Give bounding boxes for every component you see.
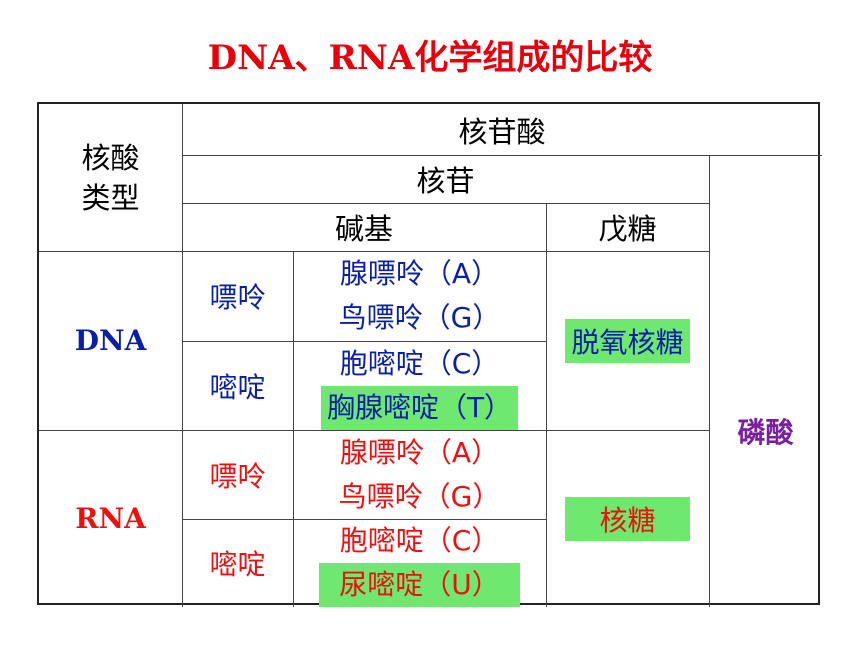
phosphate-label: 磷酸 xyxy=(737,416,794,449)
rna-label: RNA xyxy=(75,502,146,535)
dna-purine-bases: 腺嘌呤（A） 鸟嘌呤（G） xyxy=(293,251,546,341)
base-adenine: 腺嘌呤（A） xyxy=(339,257,500,290)
grid-line xyxy=(39,251,709,252)
grid-line xyxy=(182,519,547,520)
rna-sugar-cell: 核糖 xyxy=(546,430,709,607)
grid-line xyxy=(546,203,547,607)
grid-line xyxy=(709,155,710,607)
rna-sugar: 核糖 xyxy=(565,496,690,541)
grid-line xyxy=(182,203,709,204)
header-nucleic-type-line1: 核酸 xyxy=(81,140,140,175)
grid-line xyxy=(182,341,547,342)
header-nucleoside: 核苷 xyxy=(416,164,475,198)
base-uracil: 尿嘧啶（U） xyxy=(319,563,520,607)
grid-line xyxy=(293,251,294,607)
header-nucleotide: 核苷酸 xyxy=(458,114,546,149)
base-guanine: 鸟嘌呤（G） xyxy=(338,301,501,334)
dna-label: DNA xyxy=(74,324,147,357)
rna-pyrimidine-bases: 胞嘧啶（C） 尿嘧啶（U） xyxy=(293,519,546,607)
base-thymine: 胸腺嘧啶（T） xyxy=(320,385,519,430)
grid-line xyxy=(182,155,822,156)
page-title: DNA、RNA化学组成的比较 xyxy=(207,38,653,78)
rna-purine-bases: 腺嘌呤（A） 鸟嘌呤（G） xyxy=(293,430,546,519)
dna-sugar-cell: 脱氧核糖 xyxy=(546,251,709,430)
base-adenine: 腺嘌呤（A） xyxy=(339,435,500,469)
grid-line xyxy=(182,104,183,607)
rna-pyrimidine: 嘧啶 xyxy=(209,548,266,581)
header-nucleic-type-line2: 类型 xyxy=(81,180,140,215)
dna-pyrimidine: 嘧啶 xyxy=(209,370,266,404)
header-pentose: 戊糖 xyxy=(598,212,657,246)
dna-purine: 嘌呤 xyxy=(209,281,266,314)
dna-sugar: 脱氧核糖 xyxy=(565,318,690,363)
rna-purine: 嘌呤 xyxy=(209,459,266,493)
grid-line xyxy=(39,430,709,431)
base-cytosine: 胞嘧啶（C） xyxy=(339,346,500,380)
base-guanine: 鸟嘌呤（G） xyxy=(338,479,501,513)
dna-pyrimidine-bases: 胞嘧啶（C） 胸腺嘧啶（T） xyxy=(293,341,546,430)
header-nucleic-type: 核酸 类型 xyxy=(39,104,182,251)
header-base: 碱基 xyxy=(334,212,393,246)
comparison-table: 核酸 类型 核苷酸 核苷 碱基 戊糖 磷酸 DNA 嘌呤 嘧啶 腺嘌呤（A） 鸟… xyxy=(37,102,822,607)
phosphate-cell: 磷酸 xyxy=(709,155,822,607)
base-cytosine: 胞嘧啶（C） xyxy=(339,524,500,557)
